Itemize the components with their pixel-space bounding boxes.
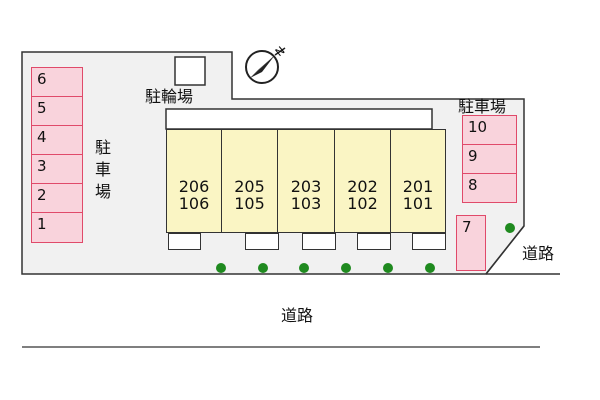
unit-lower-number: 102	[347, 194, 378, 213]
parking-slot: 9	[462, 144, 517, 174]
tree-icon	[258, 263, 268, 273]
balcony	[245, 233, 279, 250]
unit-block: 203 103	[277, 129, 335, 233]
parking-slot-single: 7	[456, 215, 486, 271]
parking-slot: 1	[31, 212, 83, 243]
building-corridor	[165, 108, 433, 130]
unit-upper-number: 201	[402, 177, 434, 196]
parking-right-label: 駐車場	[458, 97, 507, 116]
tree-icon	[425, 263, 435, 273]
unit-upper-number: 202	[347, 177, 378, 196]
parking-slot: 10	[462, 115, 517, 145]
parking-left-label: 駐車場	[94, 138, 111, 201]
parking-slot: 2	[31, 183, 83, 213]
tree-icon	[299, 263, 309, 273]
tree-icon	[505, 223, 515, 233]
unit-block: 201 101	[390, 129, 446, 233]
balcony	[412, 233, 446, 250]
unit-upper-number: 206	[178, 177, 210, 196]
road-bottom-label: 道路	[281, 306, 314, 325]
road-right-label: 道路	[522, 244, 555, 263]
unit-lower-number: 103	[290, 194, 322, 213]
parking-slot: 3	[31, 154, 83, 184]
parking-slot: 5	[31, 96, 83, 126]
parking-slot: 4	[31, 125, 83, 155]
unit-lower-number: 105	[234, 194, 265, 213]
bicycle-parking-label: 駐輪場	[145, 87, 194, 106]
tree-icon	[341, 263, 351, 273]
unit-upper-number: 205	[234, 177, 265, 196]
unit-block: 205 105	[221, 129, 278, 233]
bicycle-parking-box	[174, 56, 206, 86]
parking-slot: 8	[462, 173, 517, 203]
compass-icon	[245, 47, 286, 84]
parking-slot: 6	[31, 67, 83, 97]
unit-upper-number: 203	[290, 177, 322, 196]
tree-icon	[383, 263, 393, 273]
unit-block: 206 106	[166, 129, 222, 233]
balcony	[357, 233, 391, 250]
tree-icon	[216, 263, 226, 273]
unit-lower-number: 106	[178, 194, 210, 213]
balcony	[302, 233, 336, 250]
balcony	[168, 233, 201, 250]
unit-lower-number: 101	[402, 194, 434, 213]
road-right-diagonal	[485, 225, 525, 275]
unit-block: 202 102	[334, 129, 391, 233]
